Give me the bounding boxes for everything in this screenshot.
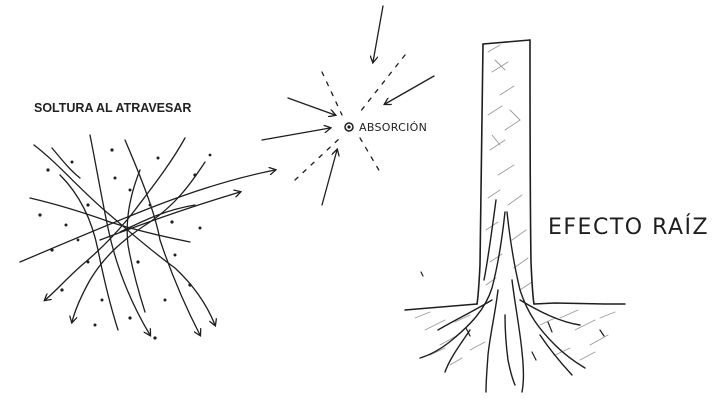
efecto-raiz-diagram: EFECTO RAÍZ xyxy=(405,40,709,392)
ground-hatching xyxy=(415,310,615,365)
crossing-lines xyxy=(20,135,275,335)
particle-dots xyxy=(38,148,211,339)
incoming-arrows xyxy=(262,6,434,205)
tree-trunk xyxy=(477,40,534,304)
dashed-trajectories xyxy=(295,55,405,180)
soltura-diagram: SOLTURA AL ATRAVESAR xyxy=(20,101,275,340)
absorcion-diagram: ABSORCIÓN xyxy=(262,6,434,205)
absorcion-label: ABSORCIÓN xyxy=(359,121,427,134)
trunk-hatching xyxy=(486,45,532,290)
efecto-raiz-label: EFECTO RAÍZ xyxy=(548,214,709,240)
soltura-label: SOLTURA AL ATRAVESAR xyxy=(34,101,191,115)
